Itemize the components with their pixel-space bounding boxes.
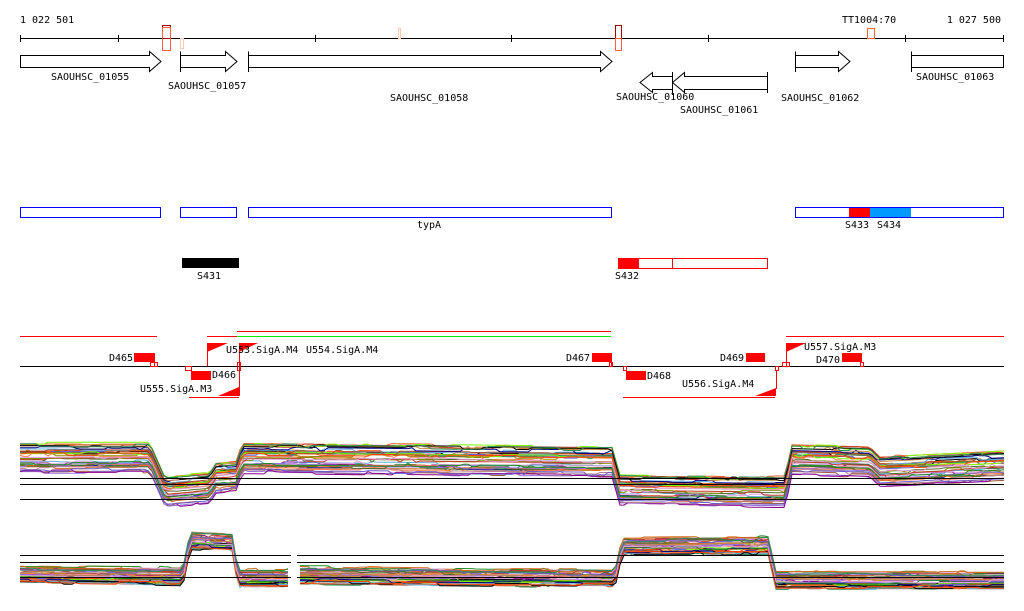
gene-label: SAOUHSC_01061 bbox=[680, 105, 758, 116]
gene-arrow-01061[interactable] bbox=[671, 71, 768, 95]
expression-trace bbox=[20, 531, 1004, 575]
expression-trace bbox=[20, 451, 1005, 488]
promoter-label-d466: D466 bbox=[212, 370, 236, 381]
operon-box[interactable] bbox=[180, 207, 237, 218]
start-coordinate: 1 022 501 bbox=[20, 15, 74, 26]
promoter-label-u554: U554.SigA.M4 bbox=[306, 345, 378, 356]
transcript-lines bbox=[20, 331, 1004, 398]
expression-trace bbox=[19, 469, 1005, 508]
srna-label: S431 bbox=[197, 271, 221, 282]
gene-label: SAOUHSC_01062 bbox=[781, 93, 859, 104]
promoter-label-d465: D465 bbox=[109, 353, 133, 364]
terminator-markers[interactable] bbox=[162, 25, 875, 51]
expression-trace bbox=[19, 534, 1004, 578]
expression-trace bbox=[19, 533, 1004, 575]
gene-arrow-01060[interactable] bbox=[639, 71, 673, 94]
operon-box[interactable] bbox=[20, 207, 161, 218]
srna-label: S432 bbox=[615, 271, 639, 282]
promoter-stems bbox=[150, 343, 864, 396]
expression-reference-lines bbox=[20, 478, 1004, 578]
gene-label: SAOUHSC_01055 bbox=[51, 72, 129, 83]
operon-box-typA[interactable] bbox=[248, 207, 612, 218]
promoter-label-u555: U555.SigA.M3 bbox=[140, 384, 212, 395]
expression-trace bbox=[20, 467, 1005, 505]
expression-trace bbox=[20, 468, 1005, 507]
gene-label: SAOUHSC_01058 bbox=[390, 93, 468, 104]
gene-arrow-01062[interactable] bbox=[795, 50, 851, 73]
promoter-label-d469: D469 bbox=[720, 353, 744, 364]
expression-trace bbox=[20, 441, 1005, 481]
srna-s431[interactable] bbox=[182, 258, 239, 268]
promoter-label-d467: D467 bbox=[566, 353, 590, 364]
srna-s434-mark[interactable] bbox=[870, 208, 911, 217]
operon-label: S433 bbox=[845, 220, 869, 231]
gene-arrow-01058[interactable] bbox=[248, 50, 613, 73]
promoter-label-d470: D470 bbox=[816, 355, 840, 366]
expression-trace bbox=[20, 448, 1005, 487]
expression-panel-minus bbox=[19, 531, 1005, 590]
expression-trace bbox=[19, 532, 1004, 577]
expression-trace bbox=[20, 457, 1005, 496]
srna-s432[interactable] bbox=[618, 258, 768, 269]
expression-trace bbox=[20, 460, 1005, 499]
promoter-label-u553: U553.SigA.M4 bbox=[226, 345, 298, 356]
promoter-flags[interactable] bbox=[134, 343, 862, 396]
srna-s433-mark[interactable] bbox=[849, 208, 870, 217]
gene-box-01063[interactable] bbox=[911, 51, 1004, 73]
operon-label: typA bbox=[417, 220, 441, 231]
gene-label: SAOUHSC_01063 bbox=[916, 72, 994, 83]
operon-label: S434 bbox=[877, 220, 901, 231]
expression-panel-plus bbox=[19, 441, 1005, 508]
expression-trace bbox=[20, 460, 1005, 499]
expression-trace bbox=[19, 546, 1004, 590]
gene-label: SAOUHSC_01060 bbox=[616, 92, 694, 103]
expression-trace bbox=[20, 455, 1005, 493]
expression-trace bbox=[20, 451, 1005, 490]
gene-label: SAOUHSC_01057 bbox=[168, 81, 246, 92]
expression-trace bbox=[19, 453, 1005, 491]
promoter-label-u557: U557.SigA.M3 bbox=[804, 342, 876, 353]
expression-trace bbox=[20, 443, 1005, 481]
gene-arrow-01057[interactable] bbox=[180, 50, 238, 73]
end-coordinate: 1 027 500 bbox=[947, 15, 1001, 26]
expression-trace bbox=[20, 462, 1005, 501]
terminator-label: TT1004:70 bbox=[842, 15, 896, 26]
expression-trace bbox=[20, 452, 1005, 490]
gene-arrow-01055[interactable] bbox=[20, 50, 162, 73]
promoter-label-u556: U556.SigA.M4 bbox=[682, 379, 754, 390]
promoter-label-d468: D468 bbox=[647, 371, 671, 382]
